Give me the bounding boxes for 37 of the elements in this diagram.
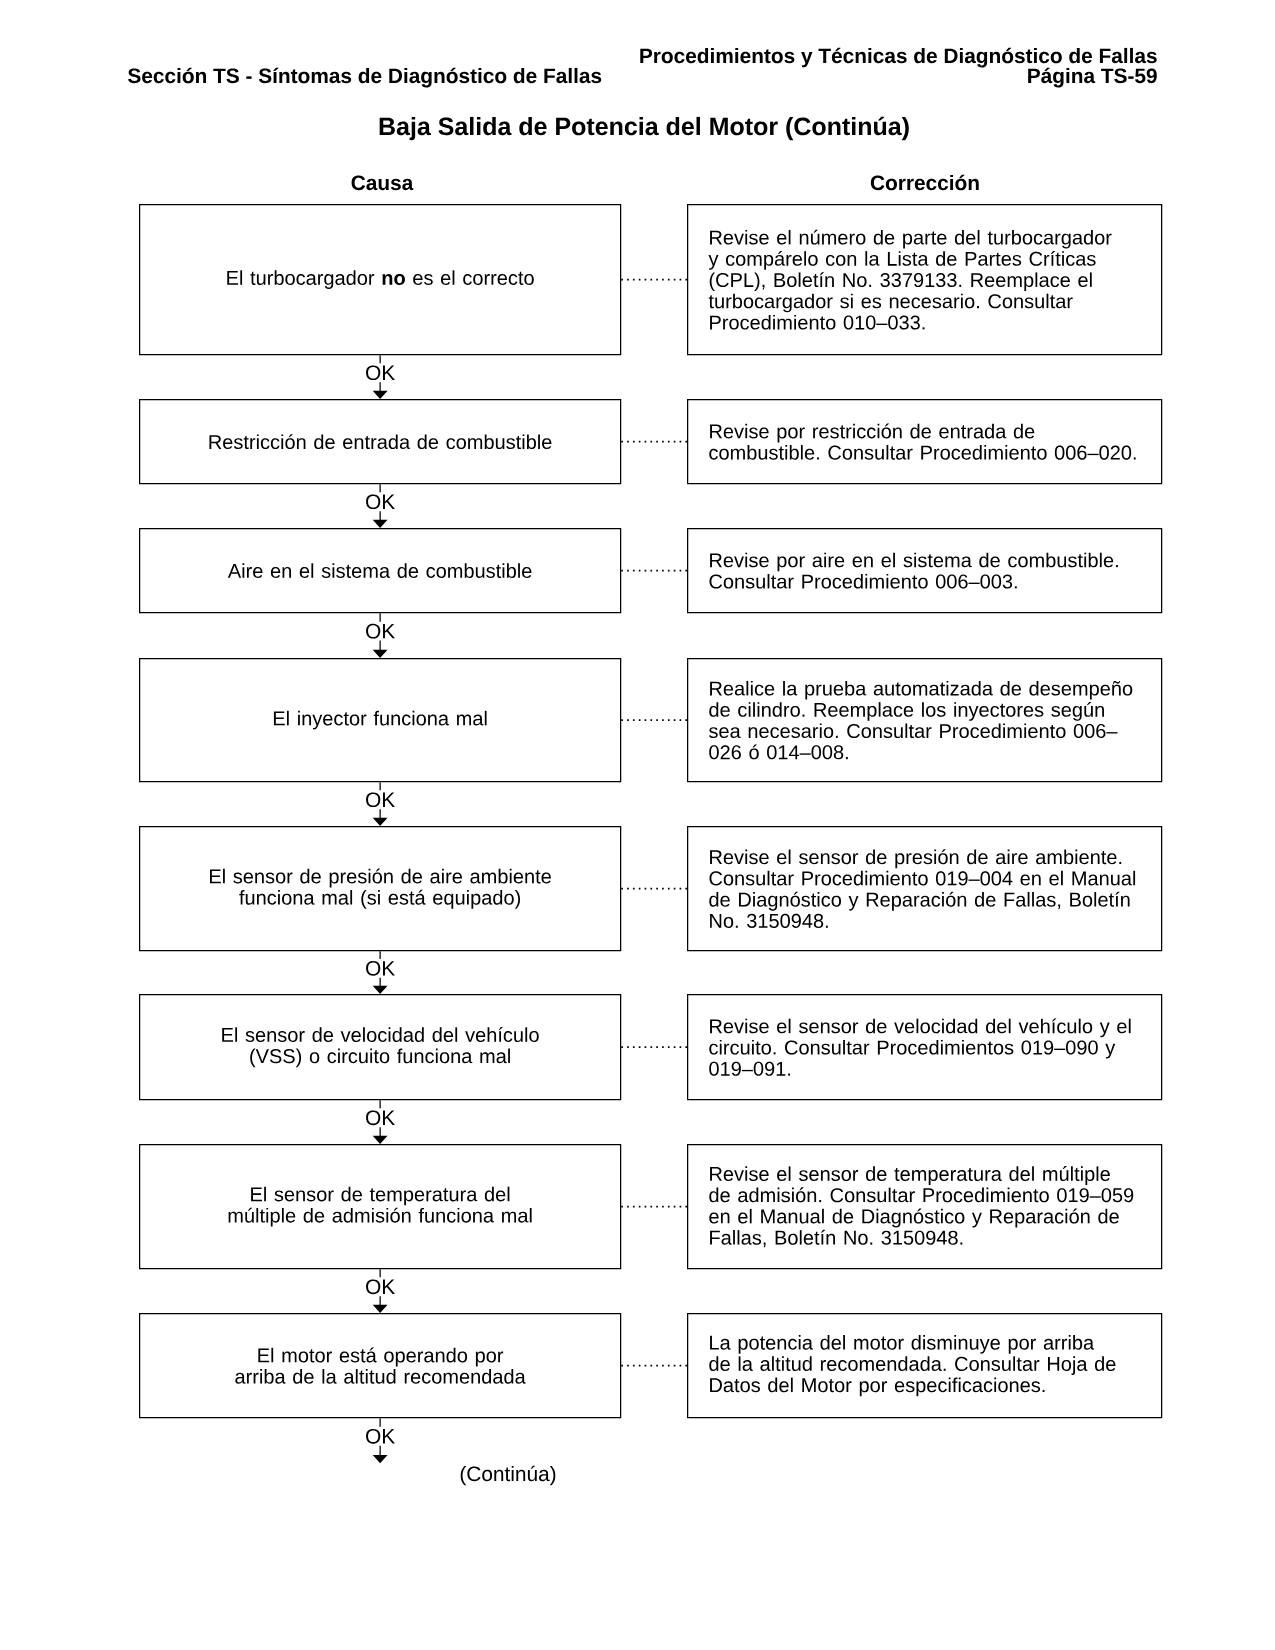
correction-box: Revise el sensor de temperatura del múltiple de admisión. Consultar Procedimiento 019–059 en el Manual de Diagnóstico y Reparación de Fallas, Boletín No. 3150948.: [687, 1144, 1163, 1270]
cause-box: El turbocargador no es el correcto: [139, 204, 622, 356]
dotted-leader: [620, 1364, 688, 1367]
page-number: Página TS-59: [1028, 67, 1157, 88]
correction-box: Revise el número de parte del turbocargador y compárelo con la Lista de Partes Críticas (CPL), Boletín No. 3379133. Reemplace el turbocargador si es necesario. Consultar Procedimiento 010–033.: [687, 204, 1163, 356]
edge-label: OK: [363, 621, 398, 641]
correction-box: La potencia del motor disminuye por arriba de la altitud recomendada. Consultar Hoja de Datos del Motor por especificaciones.: [687, 1313, 1163, 1419]
continued-note: (Continúa): [460, 1465, 556, 1486]
cause-box: El sensor de velocidad del vehículo (VSS) o circuito funciona mal: [139, 994, 622, 1101]
correction-box: Revise por aire en el sistema de combustible. Consultar Procedimiento 006–003.: [687, 528, 1163, 614]
edge-label: OK: [363, 958, 398, 978]
edge-label: OK: [363, 492, 398, 512]
edge-label: OK: [363, 363, 398, 383]
cause-box: Restricción de entrada de combustible: [139, 399, 622, 485]
edge-label: OK: [363, 1277, 398, 1297]
dotted-leader: [620, 278, 688, 281]
header-text: Procedimientos y Técnicas de Diagnóstico de Fallas: [640, 47, 1157, 68]
cause-box: El inyector funciona mal: [139, 658, 622, 783]
correction-box: Realice la prueba automatizada de desempeño de cilindro. Reemplace los inyectores según sea necesario. Consultar Procedimiento 006–026 ó 014–008.: [687, 658, 1163, 783]
cause-box: El sensor de presión de aire ambiente funciona mal (si está equipado): [139, 826, 622, 952]
dotted-leader: [620, 887, 688, 890]
correction-box: Revise por restricción de entrada de combustible. Consultar Procedimiento 006–020.: [687, 399, 1163, 485]
correction-box: Revise el sensor de presión de aire ambiente. Consultar Procedimiento 019–004 en el Manual de Diagnóstico y Reparación de Fallas, Boletín No. 3150948.: [687, 826, 1163, 952]
dotted-leader: [620, 440, 688, 443]
dotted-leader: [620, 1046, 688, 1048]
correction-box: Revise el sensor de velocidad del vehículo y el circuito. Consultar Procedimientos 019–090 y 019–091.: [687, 994, 1163, 1101]
page-title: Baja Salida de Potencia del Motor (Continúa): [379, 116, 909, 141]
dotted-leader: [620, 569, 688, 572]
edge-label: OK: [363, 790, 398, 810]
cause-box: El sensor de temperatura del múltiple de admisión funciona mal: [139, 1144, 622, 1270]
cause-box: El motor está operando por arriba de la altitud recomendada: [139, 1313, 622, 1419]
edge-label: OK: [363, 1108, 398, 1128]
dotted-leader: [620, 1205, 688, 1208]
cause-box: Aire en el sistema de combustible: [139, 528, 622, 614]
dotted-leader: [620, 719, 688, 721]
header-text: Sección TS - Síntomas de Diagnóstico de Fallas: [128, 67, 602, 88]
edge-label: OK: [363, 1426, 398, 1446]
